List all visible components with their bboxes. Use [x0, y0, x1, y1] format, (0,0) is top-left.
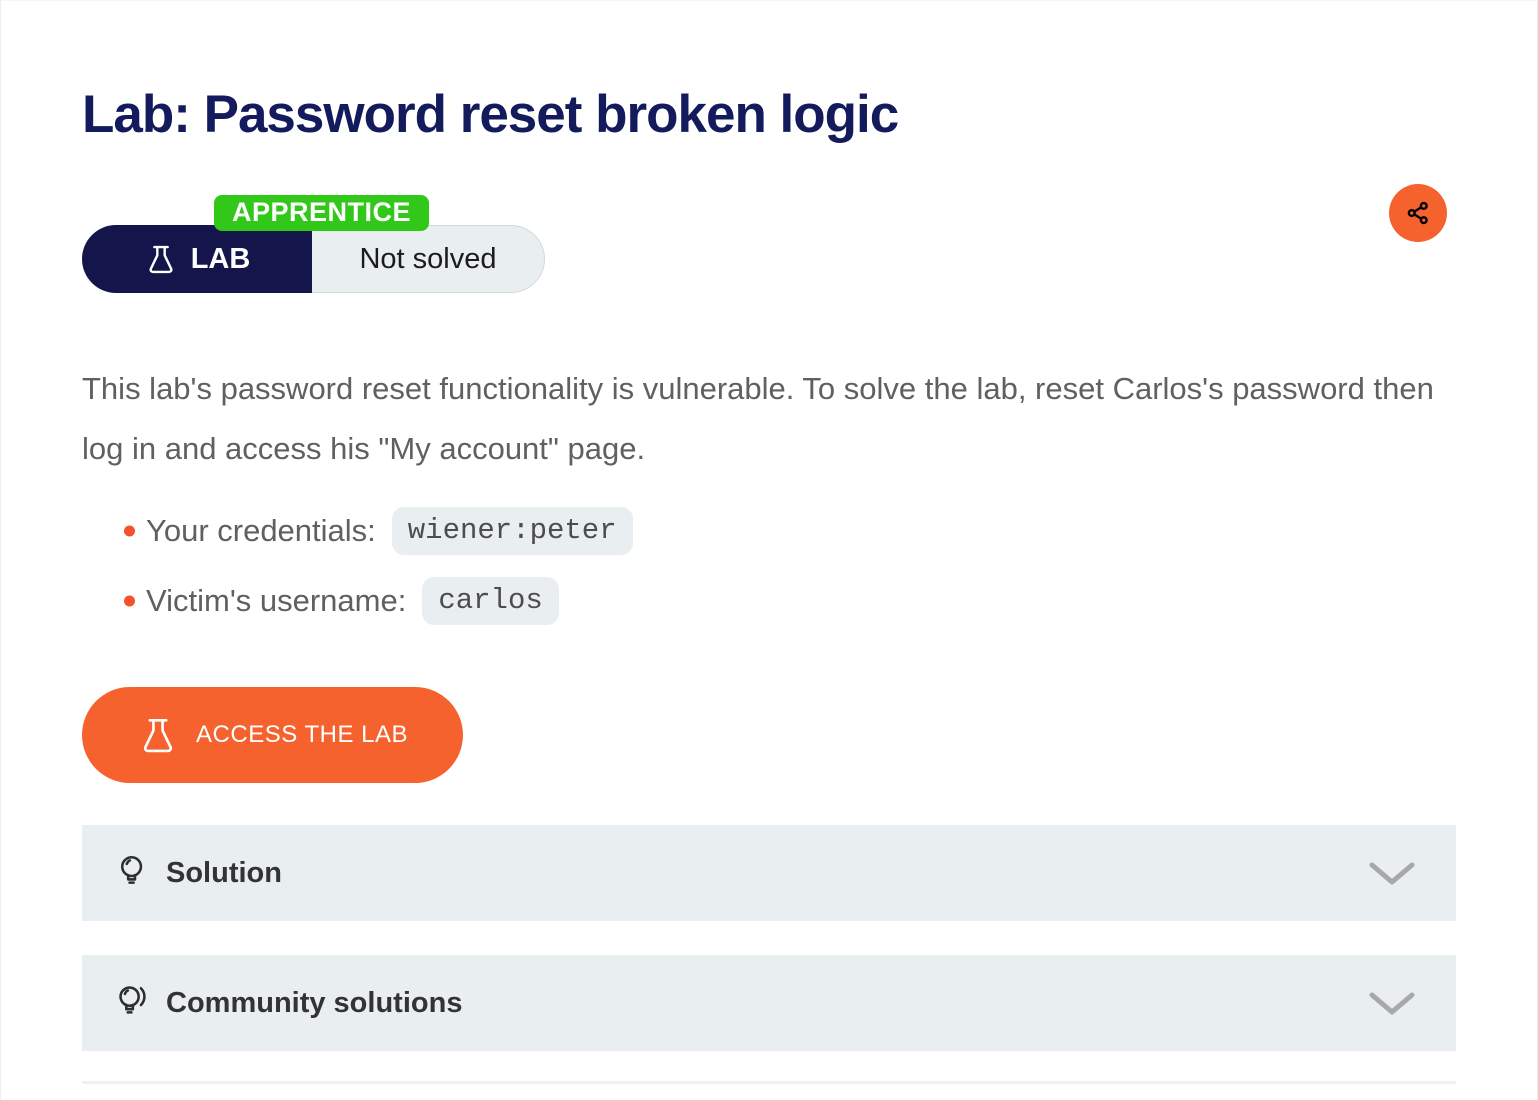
bottom-divider	[82, 1081, 1456, 1084]
lab-status-value: Not solved	[312, 225, 545, 293]
lab-status-pill: LAB Not solved	[82, 225, 545, 293]
lightbulb-icon	[120, 856, 143, 884]
victim-label: Victim's username:	[146, 583, 407, 618]
difficulty-badge: APPRENTICE	[214, 195, 430, 231]
solution-accordion[interactable]: Solution	[82, 825, 1456, 921]
lab-pill-text: LAB	[190, 242, 251, 275]
lab-flask-icon	[149, 245, 173, 274]
credentials-value: wiener:peter	[391, 507, 633, 555]
chevron-down-icon	[1369, 862, 1415, 884]
lab-pill-label: LAB	[82, 225, 312, 293]
lab-flask-icon	[143, 718, 173, 753]
victim-value: carlos	[422, 577, 559, 625]
lab-status-banner: APPRENTICE LAB Not solved	[82, 184, 1456, 293]
community-solutions-label: Community solutions	[166, 986, 463, 1019]
list-item-credentials: Your credentials: wiener:peter	[82, 507, 1456, 555]
access-the-lab-button[interactable]: ACCESS THE LAB	[82, 687, 463, 783]
share-button[interactable]	[1389, 184, 1447, 242]
share-icon	[1407, 201, 1428, 225]
credentials-label: Your credentials:	[146, 513, 376, 548]
community-lightbulb-icon	[119, 986, 146, 1014]
lab-description: This lab's password reset functionality …	[82, 371, 1434, 466]
community-solutions-accordion[interactable]: Community solutions	[82, 955, 1456, 1051]
access-the-lab-label: ACCESS THE LAB	[196, 721, 408, 748]
page-title: Lab: Password reset broken logic	[82, 85, 899, 144]
chevron-down-icon	[1369, 992, 1415, 1014]
lab-requirements-list: Your credentials: wiener:peter Victim's …	[82, 507, 1456, 625]
solution-label: Solution	[166, 856, 282, 889]
list-item-victim: Victim's username: carlos	[82, 577, 1456, 625]
lab-page: Lab: Password reset broken logic APPRENT…	[1, 84, 1537, 1051]
